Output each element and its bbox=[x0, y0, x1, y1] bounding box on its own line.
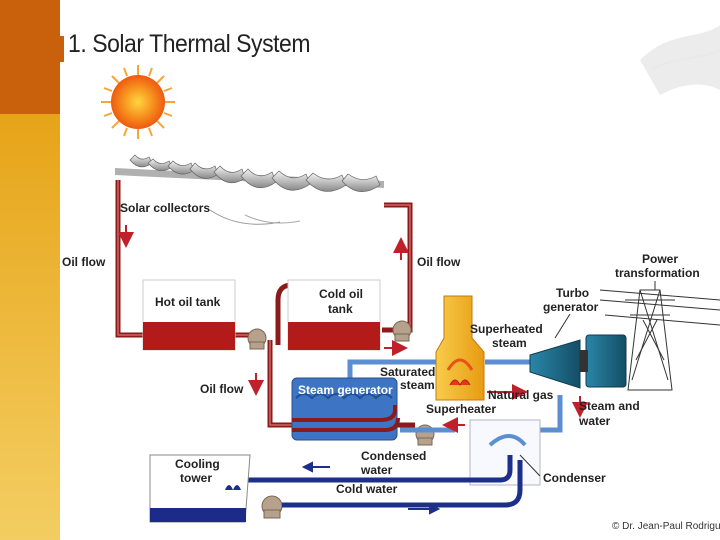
sun-icon bbox=[101, 65, 175, 139]
condenser bbox=[469, 419, 541, 486]
turbo-generator bbox=[529, 334, 627, 389]
cooling-tower bbox=[149, 454, 251, 523]
copyright-text: © Dr. Jean-Paul Rodrigu bbox=[612, 521, 720, 532]
sidebar-band-bottom bbox=[0, 114, 60, 540]
transmission-tower-icon bbox=[599, 289, 720, 391]
background-swirl bbox=[640, 25, 720, 95]
label-condensed-2: water bbox=[360, 463, 393, 477]
cold-water-pipes bbox=[242, 455, 523, 508]
label-superheated-2: steam bbox=[492, 336, 527, 350]
label-steam-generator: Steam generator bbox=[298, 383, 393, 397]
label-oil-flow-lower: Oil flow bbox=[200, 382, 244, 396]
label-saturated-1: Saturated bbox=[380, 365, 435, 379]
label-natural-gas: Natural gas bbox=[488, 388, 554, 402]
label-oil-flow-left: Oil flow bbox=[62, 255, 106, 269]
flow-arrows bbox=[118, 225, 588, 433]
label-power-2: transformation bbox=[615, 266, 700, 280]
label-power-1: Power bbox=[642, 252, 678, 266]
label-saturated-2: steam bbox=[400, 378, 435, 392]
hot-oil-tank bbox=[142, 279, 236, 351]
label-oil-flow-right: Oil flow bbox=[417, 255, 461, 269]
steam-generator bbox=[291, 377, 400, 441]
label-cold-water: Cold water bbox=[336, 482, 398, 496]
label-cooling-2: tower bbox=[180, 471, 212, 485]
label-turbo-1: Turbo bbox=[556, 286, 589, 300]
slide-title: 1. Solar Thermal System bbox=[68, 30, 311, 58]
solar-collectors-icon bbox=[115, 154, 384, 225]
label-steam-water-1: Steam and bbox=[579, 399, 640, 413]
label-solar-collectors: Solar collectors bbox=[120, 201, 210, 215]
label-turbo-2: generator bbox=[543, 300, 599, 314]
label-superheated-1: Superheated bbox=[470, 322, 543, 336]
label-cooling-1: Cooling bbox=[175, 457, 220, 471]
cold-oil-tank bbox=[287, 279, 381, 351]
superheater bbox=[435, 295, 528, 401]
sidebar-band-top bbox=[0, 0, 60, 114]
label-hot-oil-tank: Hot oil tank bbox=[155, 295, 221, 309]
label-condensed-1: Condensed bbox=[361, 449, 426, 463]
label-superheater: Superheater bbox=[426, 402, 496, 416]
water-flow-arrows bbox=[301, 461, 441, 515]
label-cold-oil-2: tank bbox=[328, 302, 353, 316]
label-condenser: Condenser bbox=[543, 471, 606, 485]
label-cold-oil-1: Cold oil bbox=[319, 287, 363, 301]
leader-lines bbox=[519, 281, 656, 477]
label-steam-water-2: water bbox=[578, 414, 611, 428]
title-accent-bar bbox=[60, 36, 64, 62]
